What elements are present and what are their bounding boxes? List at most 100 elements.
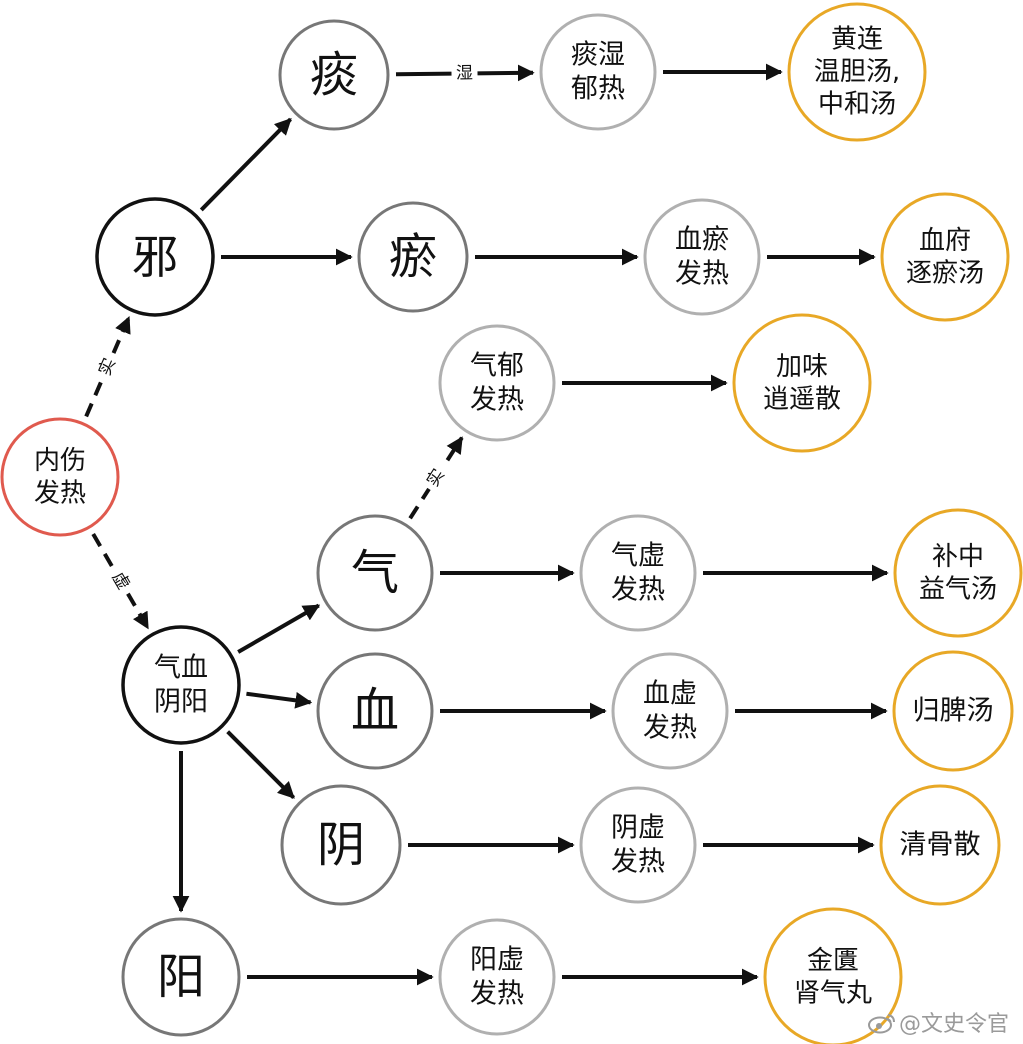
arrow-qixueyinyang-to-yin <box>226 730 296 800</box>
arrow-line <box>246 691 313 709</box>
node-label: 内伤 <box>34 446 86 476</box>
node-label: 郁热 <box>571 73 625 104</box>
arrow-line <box>199 117 292 212</box>
node-label: 气郁 <box>470 351 524 382</box>
node-yu: 瘀 <box>357 201 469 313</box>
node-label: 血府 <box>919 226 971 256</box>
node-label: 补中 <box>932 542 984 572</box>
category-circle <box>121 917 241 1037</box>
node-label: 温胆汤, <box>814 57 900 87</box>
node-label: 清骨散 <box>900 830 981 861</box>
node-label: 阴 <box>317 817 365 873</box>
node-label: 发热 <box>470 384 524 415</box>
edges-layer: 实虚 湿实 <box>84 60 889 986</box>
edge-label-background <box>90 349 125 385</box>
arrow-line <box>237 603 321 654</box>
category-circle <box>357 201 469 313</box>
watermark: @文史令官 <box>867 1006 1009 1038</box>
node-label: 痰 <box>310 47 358 103</box>
node-label: 肾气丸 <box>794 978 872 1008</box>
node-label: 发热 <box>611 846 665 877</box>
arrow-root-to-xie: 实 <box>84 316 131 418</box>
arrow-root-to-qixueyinyang: 虚 <box>91 533 150 630</box>
syndrome-circle <box>539 13 657 131</box>
node-label: 气血 <box>154 653 208 684</box>
syndrome-circle <box>438 918 556 1036</box>
node-yin: 阴 <box>280 784 402 906</box>
arrow-line <box>226 730 296 800</box>
node-label: 发热 <box>643 712 697 743</box>
node-label: 发热 <box>470 978 524 1009</box>
node-label: 逐瘀汤 <box>906 258 984 288</box>
syndrome-circle <box>579 514 697 632</box>
node-label: 血 <box>351 683 399 739</box>
formula-circle <box>879 784 1001 906</box>
edge-label-background <box>451 60 478 87</box>
hub-circle <box>95 197 215 317</box>
node-label: 黄连 <box>831 25 883 55</box>
edge-label-background <box>418 460 454 496</box>
category-circle <box>280 784 402 906</box>
syndrome-circle <box>611 652 729 770</box>
node-xie: 邪 <box>95 197 215 317</box>
node-label: 阳 <box>157 949 205 1005</box>
arrow-xie-to-tan <box>199 117 292 212</box>
node-label: 阴虚 <box>611 813 665 844</box>
node-label: 金匱 <box>807 946 859 976</box>
category-circle <box>316 514 434 632</box>
node-label: 气虚 <box>611 541 665 572</box>
node-tan: 痰 <box>278 19 390 131</box>
node-xue: 血 <box>316 652 434 770</box>
node-qi: 气 <box>316 514 434 632</box>
syndrome-circle <box>438 324 556 442</box>
node-label: 邪 <box>132 230 178 284</box>
category-circle <box>316 652 434 770</box>
hub-circle <box>121 625 241 745</box>
node-label: 发热 <box>675 258 729 289</box>
node-label: 阴阳 <box>154 686 208 717</box>
syndrome-circle <box>643 198 761 316</box>
category-circle <box>278 19 390 131</box>
node-label: 加味 <box>776 352 828 382</box>
node-f_guipi: 归脾汤 <box>892 650 1014 772</box>
node-label: 阳虚 <box>470 945 524 976</box>
node-yang: 阳 <box>121 917 241 1037</box>
formula-circle <box>732 313 872 453</box>
arrow-tan-to-tanshi: 湿 <box>395 60 535 87</box>
formula-circle <box>763 907 903 1044</box>
watermark-text: @文史令官 <box>898 1012 1009 1037</box>
formula-circle <box>892 650 1014 772</box>
syndrome-circle <box>579 786 697 904</box>
arrow-qixueyinyang-to-qi <box>237 603 321 654</box>
formula-circle <box>880 192 1010 322</box>
root-circle <box>0 417 120 537</box>
arrow-qi-to-qiyu: 实 <box>408 436 464 520</box>
arrow-qixueyinyang-to-xue <box>246 691 313 709</box>
formula-circle <box>893 508 1023 638</box>
node-label: 气 <box>351 545 399 601</box>
node-label: 血瘀 <box>675 225 729 256</box>
edge-label-background <box>102 563 139 599</box>
node-label: 血虚 <box>643 679 697 710</box>
node-label: 中和汤 <box>818 90 896 120</box>
edge-label: 湿 <box>456 63 473 83</box>
node-f_qinggu: 清骨散 <box>879 784 1001 906</box>
formula-circle <box>787 2 927 142</box>
node-label: 痰湿 <box>571 40 625 71</box>
node-label: 益气汤 <box>919 574 997 604</box>
